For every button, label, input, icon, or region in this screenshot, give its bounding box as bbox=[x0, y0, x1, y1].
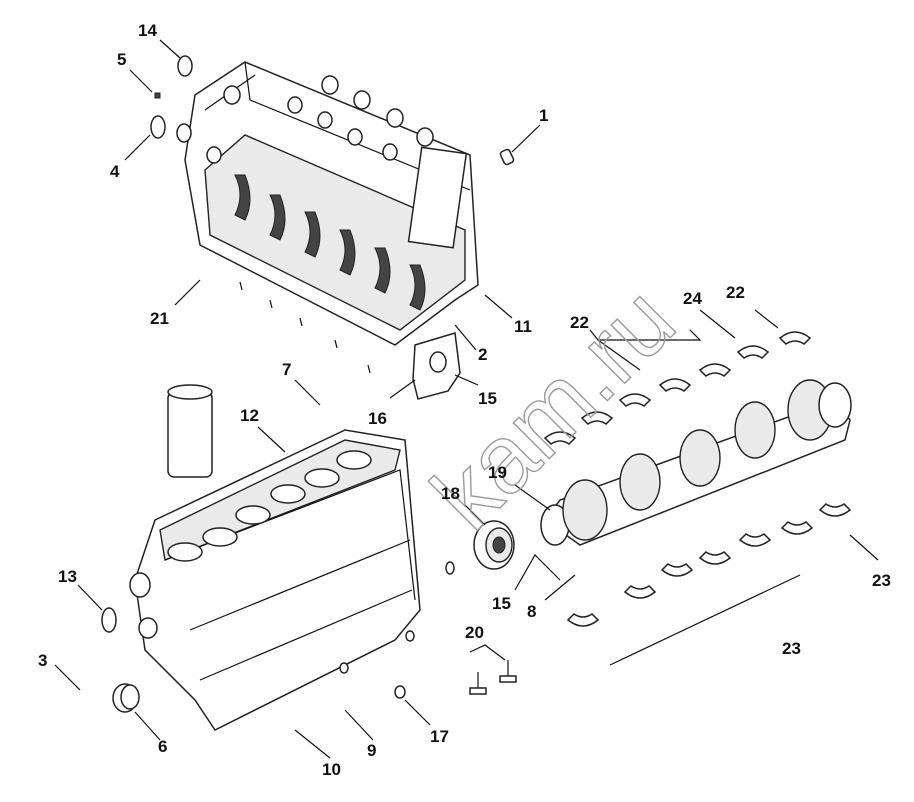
seal-17 bbox=[394, 685, 406, 699]
lower-block-cylinder-bores bbox=[167, 450, 372, 562]
upper-block-webs bbox=[234, 174, 426, 311]
callout-13: 13 bbox=[58, 567, 77, 586]
lower-engine-block bbox=[129, 429, 421, 731]
seal-ring-13 bbox=[101, 607, 117, 633]
seal-ring-4 bbox=[150, 115, 166, 139]
callout-19: 19 bbox=[488, 463, 507, 482]
callout-6: 6 bbox=[158, 737, 167, 756]
callout-15-lower: 15 bbox=[492, 594, 511, 613]
crankshaft-gear bbox=[473, 520, 515, 570]
crankshaft bbox=[540, 379, 852, 546]
callout-20: 20 bbox=[465, 623, 484, 642]
core-plug-6 bbox=[112, 683, 140, 713]
bearing-cap-bolts bbox=[469, 660, 517, 695]
callout-16: 16 bbox=[368, 409, 387, 428]
callout-1: 1 bbox=[539, 106, 548, 125]
seal-ring-14 bbox=[177, 55, 193, 77]
plug-1 bbox=[499, 148, 515, 166]
callout-7: 7 bbox=[282, 360, 291, 379]
upper-engine-block bbox=[184, 61, 479, 346]
callout-10: 10 bbox=[322, 760, 341, 779]
callout-labels: 14 5 4 1 21 11 2 7 12 16 15 22 24 22 19 … bbox=[38, 21, 891, 779]
callout-5: 5 bbox=[117, 50, 126, 69]
callout-18: 18 bbox=[441, 484, 460, 503]
callout-22-left: 22 bbox=[570, 313, 589, 332]
callout-4: 4 bbox=[110, 162, 120, 181]
callout-22-right: 22 bbox=[726, 283, 745, 302]
callout-21: 21 bbox=[150, 309, 169, 328]
callout-24: 24 bbox=[683, 289, 702, 308]
callout-23-right: 23 bbox=[872, 571, 891, 590]
callout-14: 14 bbox=[138, 21, 157, 40]
small-parts bbox=[101, 55, 515, 713]
callout-9: 9 bbox=[367, 741, 376, 760]
plug-5 bbox=[154, 92, 161, 99]
callout-15-upper: 15 bbox=[478, 389, 497, 408]
callout-17: 17 bbox=[430, 727, 449, 746]
callout-23-bottom: 23 bbox=[782, 639, 801, 658]
thrust-plate bbox=[412, 332, 461, 400]
callout-11: 11 bbox=[514, 317, 532, 336]
leader-lines bbox=[54, 39, 879, 759]
callout-3: 3 bbox=[38, 651, 47, 670]
lower-bearing-shells bbox=[566, 503, 852, 627]
upper-block-ports bbox=[206, 75, 434, 164]
callout-8: 8 bbox=[527, 602, 536, 621]
cylinder-liner bbox=[167, 384, 213, 478]
callout-12: 12 bbox=[240, 406, 259, 425]
callout-2: 2 bbox=[478, 345, 487, 364]
upper-bearing-shells bbox=[543, 331, 812, 445]
